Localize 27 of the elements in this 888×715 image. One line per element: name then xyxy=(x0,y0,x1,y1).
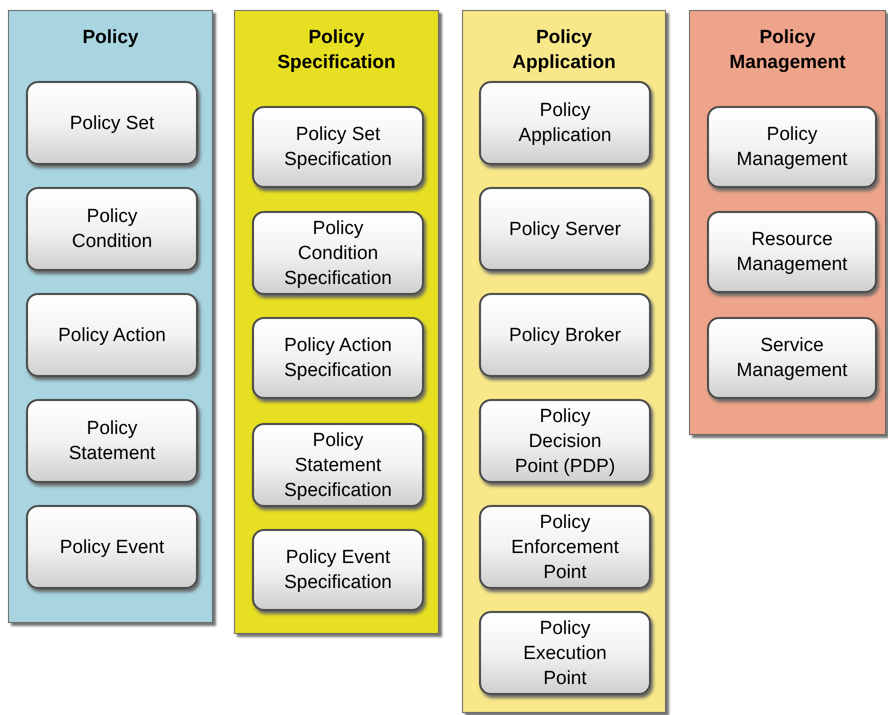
item-box: Policy Execution Point xyxy=(479,611,651,695)
item-box: Policy Set xyxy=(26,81,198,165)
category-column xyxy=(234,10,439,634)
column-heading: Policy Specification xyxy=(276,26,397,75)
column-heading: Policy Application xyxy=(511,26,617,75)
item-box: Policy Condition Specification xyxy=(252,211,424,295)
column-heading: Policy Management xyxy=(728,26,847,75)
item-box: Policy Server xyxy=(479,187,651,271)
item-box: Policy Enforcement Point xyxy=(479,505,651,589)
category-column xyxy=(8,10,213,623)
item-box: Resource Management xyxy=(707,211,877,293)
item-box: Policy Decision Point (PDP) xyxy=(479,399,651,483)
item-box: Policy Management xyxy=(707,106,877,188)
item-box: Policy Set Specification xyxy=(252,106,424,188)
category-column xyxy=(462,10,666,713)
column-heading: Policy xyxy=(82,26,140,50)
item-box: Policy Statement xyxy=(26,399,198,483)
item-box: Service Management xyxy=(707,317,877,399)
item-box: Policy Condition xyxy=(26,187,198,271)
item-box: Policy Event xyxy=(26,505,198,589)
item-box: Policy Broker xyxy=(479,293,651,377)
item-box: Policy Application xyxy=(479,81,651,165)
item-box: Policy Action Specification xyxy=(252,317,424,399)
item-box: Policy Event Specification xyxy=(252,529,424,611)
item-box: Policy Action xyxy=(26,293,198,377)
item-box: Policy Statement Specification xyxy=(252,423,424,507)
category-column xyxy=(689,10,886,435)
